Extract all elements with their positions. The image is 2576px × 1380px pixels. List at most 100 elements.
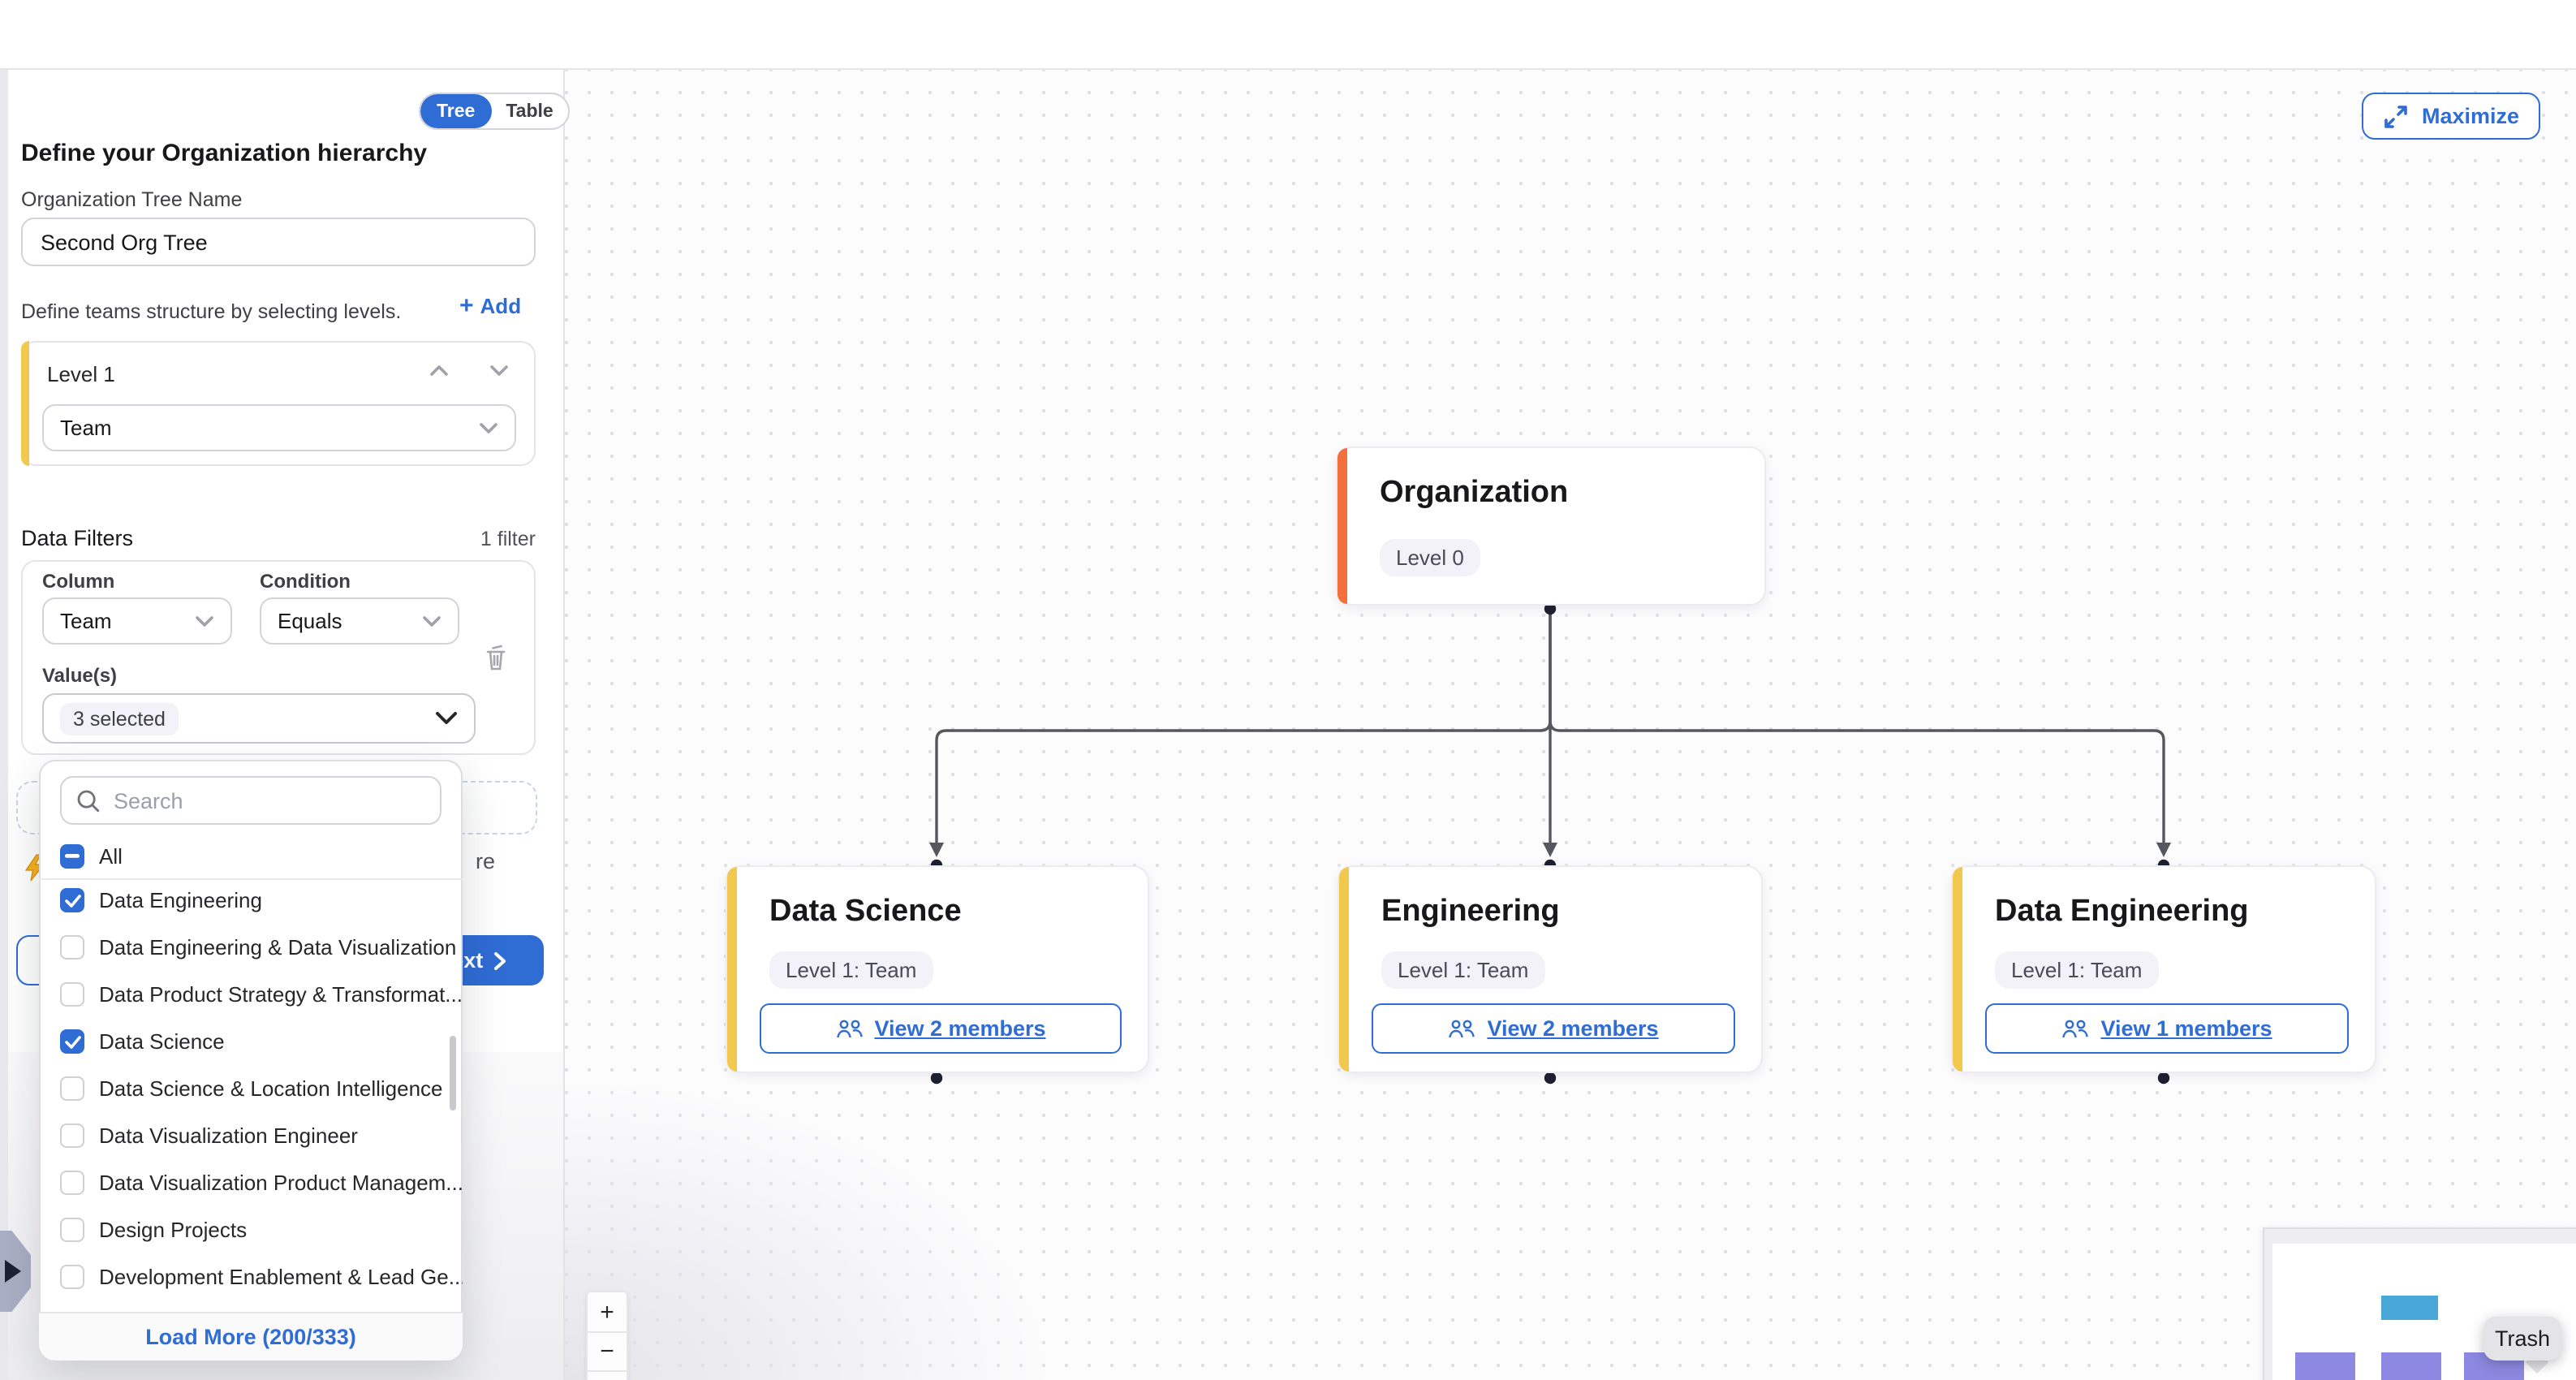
unchecked-checkbox[interactable] — [60, 1123, 84, 1148]
indeterminate-checkbox[interactable] — [60, 843, 84, 868]
option-label: Development Enablement & Lead Ge... — [99, 1265, 463, 1289]
dropdown-option[interactable]: Data Product Strategy & Transformat... — [39, 971, 463, 1018]
minimap-child-node — [2381, 1352, 2441, 1380]
node-title: Data Engineering — [1995, 895, 2249, 929]
level-type-select[interactable]: Team — [42, 404, 516, 451]
option-label: Data Product Strategy & Transformat... — [99, 982, 463, 1007]
select-all-row[interactable]: All — [39, 833, 463, 880]
option-label: Data Visualization Product Managem... — [99, 1171, 463, 1195]
people-icon — [1449, 1020, 1475, 1038]
dropdown-option[interactable]: Design Projects — [39, 1206, 463, 1253]
node-title: Organization — [1380, 476, 1569, 510]
dropdown-search-input[interactable]: Search — [60, 776, 442, 825]
sidebar-divider — [563, 68, 565, 1380]
toggle-tree[interactable]: Tree — [420, 94, 492, 128]
dropdown-option[interactable]: Data Science & Location Intelligence — [39, 1065, 463, 1112]
dropdown-option[interactable]: Development Enablement & Lead Ge... — [39, 1253, 463, 1300]
view-members-button[interactable]: View 2 members — [1372, 1003, 1735, 1054]
tree-name-label: Organization Tree Name — [21, 188, 243, 211]
data-filters-title: Data Filters — [21, 526, 134, 550]
node-title: Engineering — [1381, 895, 1560, 929]
node-level-badge: Level 1: Team — [1381, 951, 1545, 989]
select-all-label: All — [99, 843, 123, 868]
option-label: Data Science — [99, 1029, 225, 1054]
dropdown-option[interactable]: Data Engineering — [39, 880, 463, 924]
level-accent-bar — [21, 341, 29, 466]
view-members-label: View 1 members — [2100, 1016, 2272, 1041]
move-down-icon[interactable] — [489, 364, 510, 378]
maximize-button[interactable]: Maximize — [2362, 93, 2541, 140]
chevron-down-icon — [436, 712, 457, 724]
org-node-root[interactable]: Organization Level 0 — [1336, 446, 1766, 606]
dropdown-option[interactable]: Data Engineering & Data Visualization — [39, 924, 463, 971]
dropdown-option[interactable]: Data Visualization Product Managem... — [39, 1159, 463, 1206]
dropdown-option[interactable]: Data Science — [39, 1018, 463, 1065]
option-label: Design Projects — [99, 1218, 248, 1242]
unchecked-checkbox[interactable] — [60, 982, 84, 1007]
minimap-root-node — [2381, 1296, 2438, 1320]
unchecked-checkbox[interactable] — [60, 1265, 84, 1289]
checked-checkbox[interactable] — [60, 888, 84, 912]
view-members-label: View 2 members — [1487, 1016, 1659, 1041]
condition-label: Condition — [260, 570, 351, 593]
child-accent-bar — [1339, 867, 1349, 1072]
option-label: Data Engineering — [99, 888, 262, 912]
levels-description: Define teams structure by selecting leve… — [21, 300, 402, 323]
hint-text-fragment: re — [476, 849, 496, 873]
view-toggle[interactable]: Tree Table — [419, 93, 570, 130]
selected-count-chip: 3 selected — [60, 702, 179, 735]
checked-checkbox[interactable] — [60, 1029, 84, 1054]
move-up-icon[interactable] — [429, 364, 450, 378]
node-level-badge: Level 1: Team — [1995, 951, 2159, 989]
values-multiselect[interactable]: 3 selected — [42, 693, 476, 744]
people-icon — [2062, 1020, 2089, 1038]
view-members-button[interactable]: View 2 members — [760, 1003, 1122, 1054]
fit-view-button[interactable] — [588, 1370, 627, 1380]
option-label: Data Visualization Engineer — [99, 1123, 358, 1148]
expand-icon — [2384, 105, 2407, 127]
column-select[interactable]: Team — [42, 597, 232, 645]
tree-name-input[interactable]: Second Org Tree — [21, 218, 536, 266]
people-icon — [836, 1020, 863, 1038]
chevron-down-icon — [196, 615, 213, 626]
node-title: Data Science — [769, 895, 962, 929]
add-level-button[interactable]: + Add — [459, 292, 522, 320]
load-more-button[interactable]: Load More (200/333) — [39, 1312, 463, 1361]
root-accent-bar — [1338, 448, 1347, 604]
child-accent-bar — [727, 867, 737, 1072]
delete-filter-icon[interactable] — [482, 643, 510, 672]
trash-tooltip: Trash — [2483, 1317, 2561, 1361]
left-rail — [0, 68, 8, 1380]
play-icon — [5, 1260, 21, 1283]
unchecked-checkbox[interactable] — [60, 1076, 84, 1101]
zoom-out-button[interactable]: − — [588, 1331, 627, 1370]
view-members-label: View 2 members — [874, 1016, 1046, 1041]
dropdown-option[interactable]: Data Visualization Engineer — [39, 1112, 463, 1159]
node-level-badge: Level 0 — [1380, 539, 1480, 576]
view-members-button[interactable]: View 1 members — [1985, 1003, 2349, 1054]
dropdown-option[interactable]: Development & Portfolio Strat... — [39, 1300, 463, 1312]
unchecked-checkbox[interactable] — [60, 1171, 84, 1195]
hierarchy-heading: Define your Organization hierarchy — [21, 140, 428, 167]
node-level-badge: Level 1: Team — [769, 951, 933, 989]
app-header — [0, 0, 2576, 70]
chevron-right-icon — [493, 951, 506, 969]
zoom-in-button[interactable]: + — [600, 1298, 614, 1326]
unchecked-checkbox[interactable] — [60, 935, 84, 960]
toggle-table[interactable]: Table — [506, 101, 554, 121]
chevron-down-icon — [480, 422, 498, 433]
dropdown-scrollbar[interactable] — [450, 1036, 456, 1110]
search-icon — [77, 789, 100, 812]
tree-canvas[interactable] — [565, 68, 2576, 1380]
unchecked-checkbox[interactable] — [60, 1218, 84, 1242]
chevron-down-icon — [423, 615, 441, 626]
option-label: Data Engineering & Data Visualization — [99, 935, 457, 960]
column-label: Column — [42, 570, 115, 593]
zoom-controls: + − — [586, 1291, 628, 1380]
condition-select[interactable]: Equals — [260, 597, 459, 645]
